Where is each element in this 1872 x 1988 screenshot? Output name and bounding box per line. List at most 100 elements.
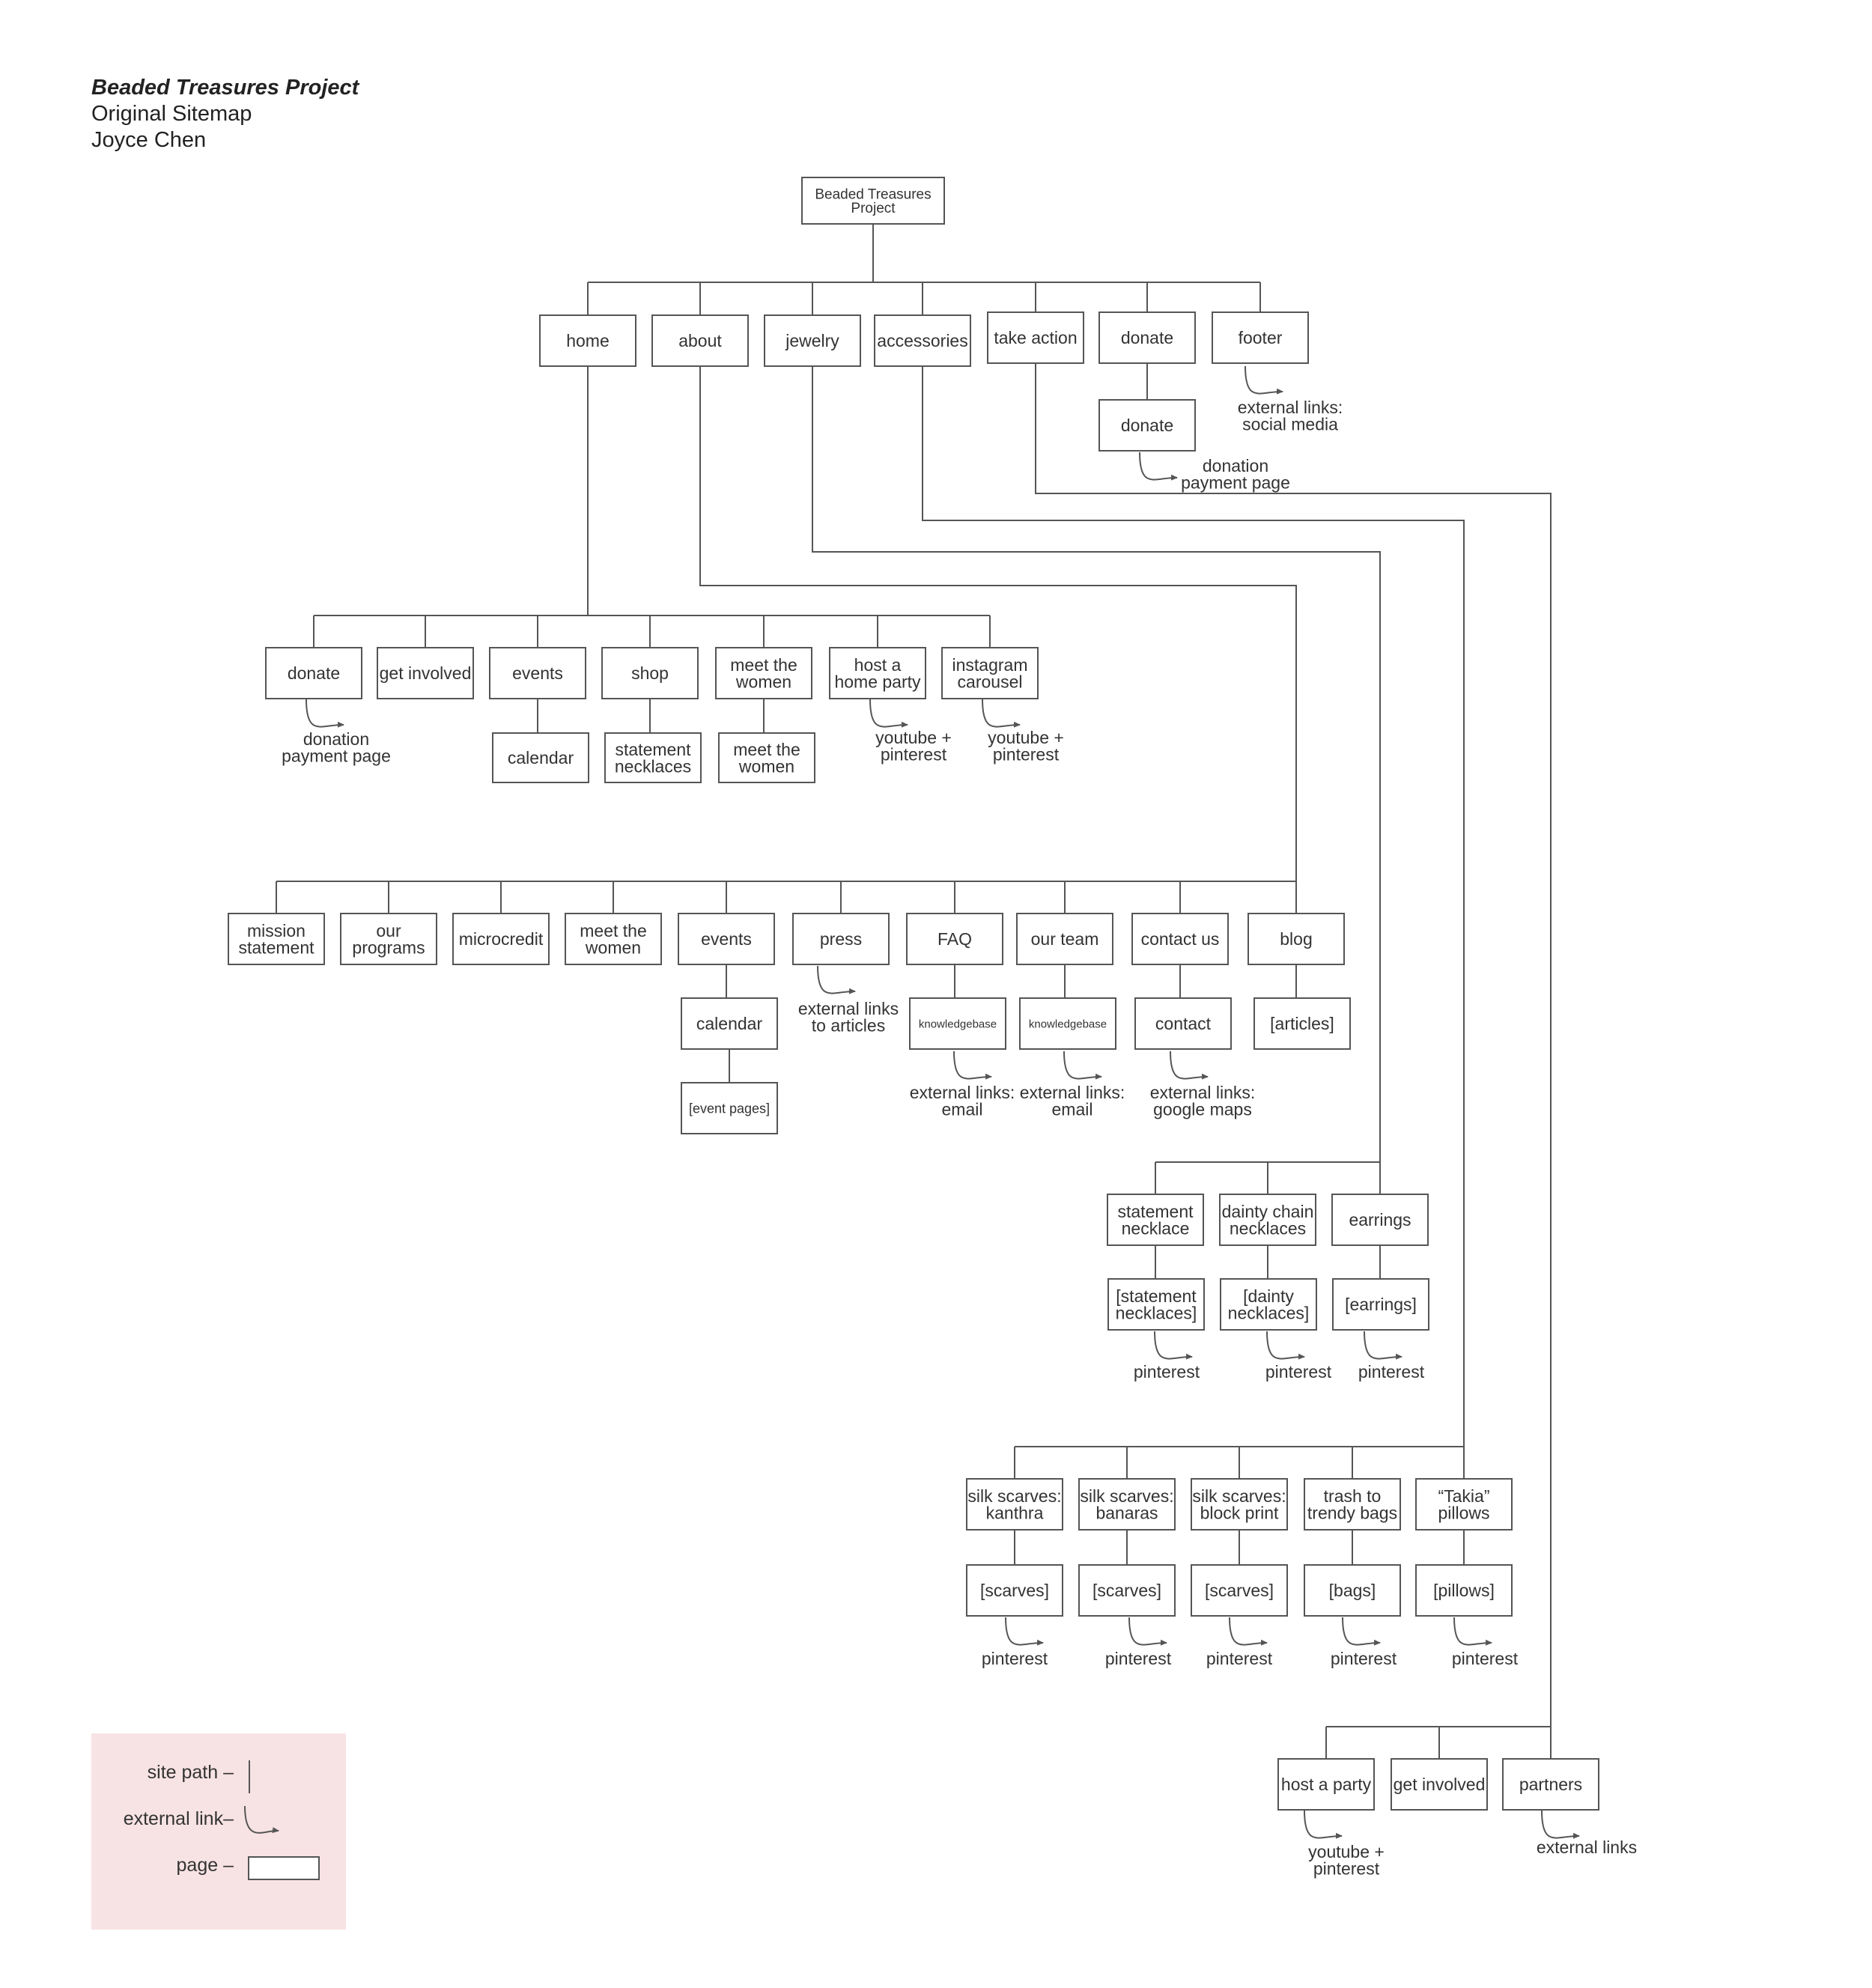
page-box[interactable] xyxy=(1107,1278,1205,1331)
external-link-external-links-email[interactable]: external links:email xyxy=(910,1051,1015,1119)
page-box[interactable] xyxy=(1191,1564,1288,1617)
external-link-pinterest[interactable]: pinterest xyxy=(1105,1617,1172,1668)
nav-accessories[interactable]: accessories xyxy=(874,314,971,367)
page-press[interactable]: press xyxy=(792,913,890,965)
page-box[interactable] xyxy=(987,311,1084,364)
page-box[interactable] xyxy=(492,732,589,783)
page-box[interactable] xyxy=(452,913,550,965)
page-box[interactable] xyxy=(1078,1564,1176,1617)
page-box[interactable] xyxy=(1304,1564,1401,1617)
page-box[interactable] xyxy=(1304,1478,1401,1530)
page-box[interactable] xyxy=(909,997,1006,1050)
page-box[interactable] xyxy=(1134,997,1232,1050)
external-link-external-links[interactable]: external links xyxy=(1537,1810,1637,1857)
nav-donate[interactable]: donate xyxy=(1098,311,1196,364)
page-contact[interactable]: contact xyxy=(1134,997,1232,1050)
page-box[interactable] xyxy=(1016,913,1113,965)
page-box[interactable] xyxy=(539,314,636,367)
page-box[interactable] xyxy=(966,1564,1063,1617)
page-box[interactable] xyxy=(601,647,699,699)
page-partners[interactable]: partners xyxy=(1502,1758,1599,1811)
page-shop[interactable]: shop xyxy=(601,647,699,699)
page-box[interactable] xyxy=(718,732,815,783)
page-silk-scarves-block-print[interactable]: silk scarves:block print xyxy=(1191,1478,1288,1530)
page-box[interactable] xyxy=(1098,399,1196,452)
page-box[interactable] xyxy=(377,647,474,699)
page-pillows[interactable]: [pillows] xyxy=(1415,1564,1513,1617)
page-calendar[interactable]: calendar xyxy=(681,997,778,1050)
page-host-a-party[interactable]: host a party xyxy=(1277,1758,1375,1811)
page-calendar[interactable]: calendar xyxy=(492,732,589,783)
page-box[interactable] xyxy=(1098,311,1196,364)
page-microcredit[interactable]: microcredit xyxy=(452,913,550,965)
page-box[interactable] xyxy=(829,647,926,699)
page-box[interactable] xyxy=(1332,1278,1429,1331)
page-box[interactable] xyxy=(1248,913,1345,965)
page-box[interactable] xyxy=(1415,1478,1513,1530)
external-link-youtube-pinterest[interactable]: youtube +pinterest xyxy=(982,699,1064,764)
page-faq[interactable]: FAQ xyxy=(906,913,1003,965)
page-donate[interactable]: donate xyxy=(1098,399,1196,452)
page-box[interactable] xyxy=(1391,1758,1488,1811)
page-box[interactable] xyxy=(801,177,945,225)
page-box[interactable] xyxy=(228,913,325,965)
page-box[interactable] xyxy=(565,913,662,965)
external-link-pinterest[interactable]: pinterest xyxy=(1265,1331,1332,1381)
page-scarves[interactable]: [scarves] xyxy=(1191,1564,1288,1617)
external-link-youtube-pinterest[interactable]: youtube +pinterest xyxy=(1304,1810,1385,1878)
external-link-pinterest[interactable]: pinterest xyxy=(1134,1331,1200,1381)
page-bags[interactable]: [bags] xyxy=(1304,1564,1401,1617)
page-box[interactable] xyxy=(1219,1194,1316,1246)
page-box[interactable] xyxy=(1019,997,1116,1050)
page-get-involved[interactable]: get involved xyxy=(1391,1758,1488,1811)
page-knowledgebase[interactable]: knowledgebase xyxy=(1019,997,1116,1050)
page-box[interactable] xyxy=(1191,1478,1288,1530)
page-box[interactable] xyxy=(764,314,861,367)
page-box[interactable] xyxy=(651,314,749,367)
page-contact-us[interactable]: contact us xyxy=(1131,913,1229,965)
nav-jewelry[interactable]: jewelry xyxy=(764,314,861,367)
page-box[interactable] xyxy=(681,1082,778,1134)
page-box[interactable] xyxy=(1331,1194,1429,1246)
page-earrings[interactable]: earrings xyxy=(1331,1194,1429,1246)
nav-footer[interactable]: footer xyxy=(1212,311,1309,364)
page-event-pages[interactable]: [event pages] xyxy=(681,1082,778,1134)
page-box[interactable] xyxy=(792,913,890,965)
page-box[interactable] xyxy=(604,732,702,783)
page-scarves[interactable]: [scarves] xyxy=(1078,1564,1176,1617)
page-box[interactable] xyxy=(1253,997,1351,1050)
nav-take-action[interactable]: take action xyxy=(987,311,1084,364)
page-box[interactable] xyxy=(941,647,1039,699)
page-box[interactable] xyxy=(1078,1478,1176,1530)
page-events[interactable]: events xyxy=(678,913,775,965)
page-takia-pillows[interactable]: “Takia”pillows xyxy=(1415,1478,1513,1530)
page-box[interactable] xyxy=(340,913,437,965)
nav-home[interactable]: home xyxy=(539,314,636,367)
page-box[interactable] xyxy=(715,647,812,699)
nav-about[interactable]: about xyxy=(651,314,749,367)
external-link-external-links-social-media[interactable]: external links:social media xyxy=(1238,365,1343,434)
external-link-pinterest[interactable]: pinterest xyxy=(1452,1617,1519,1668)
page-box[interactable] xyxy=(1277,1758,1375,1811)
page-box[interactable] xyxy=(489,647,586,699)
page-box[interactable] xyxy=(1107,1194,1204,1246)
page-donate[interactable]: donate xyxy=(265,647,362,699)
page-box[interactable] xyxy=(1212,311,1309,364)
page-box[interactable] xyxy=(1220,1278,1317,1331)
page-box[interactable] xyxy=(1502,1758,1599,1811)
page-blog[interactable]: blog xyxy=(1248,913,1345,965)
page-get-involved[interactable]: get involved xyxy=(377,647,474,699)
page-box[interactable] xyxy=(1131,913,1229,965)
page-scarves[interactable]: [scarves] xyxy=(966,1564,1063,1617)
